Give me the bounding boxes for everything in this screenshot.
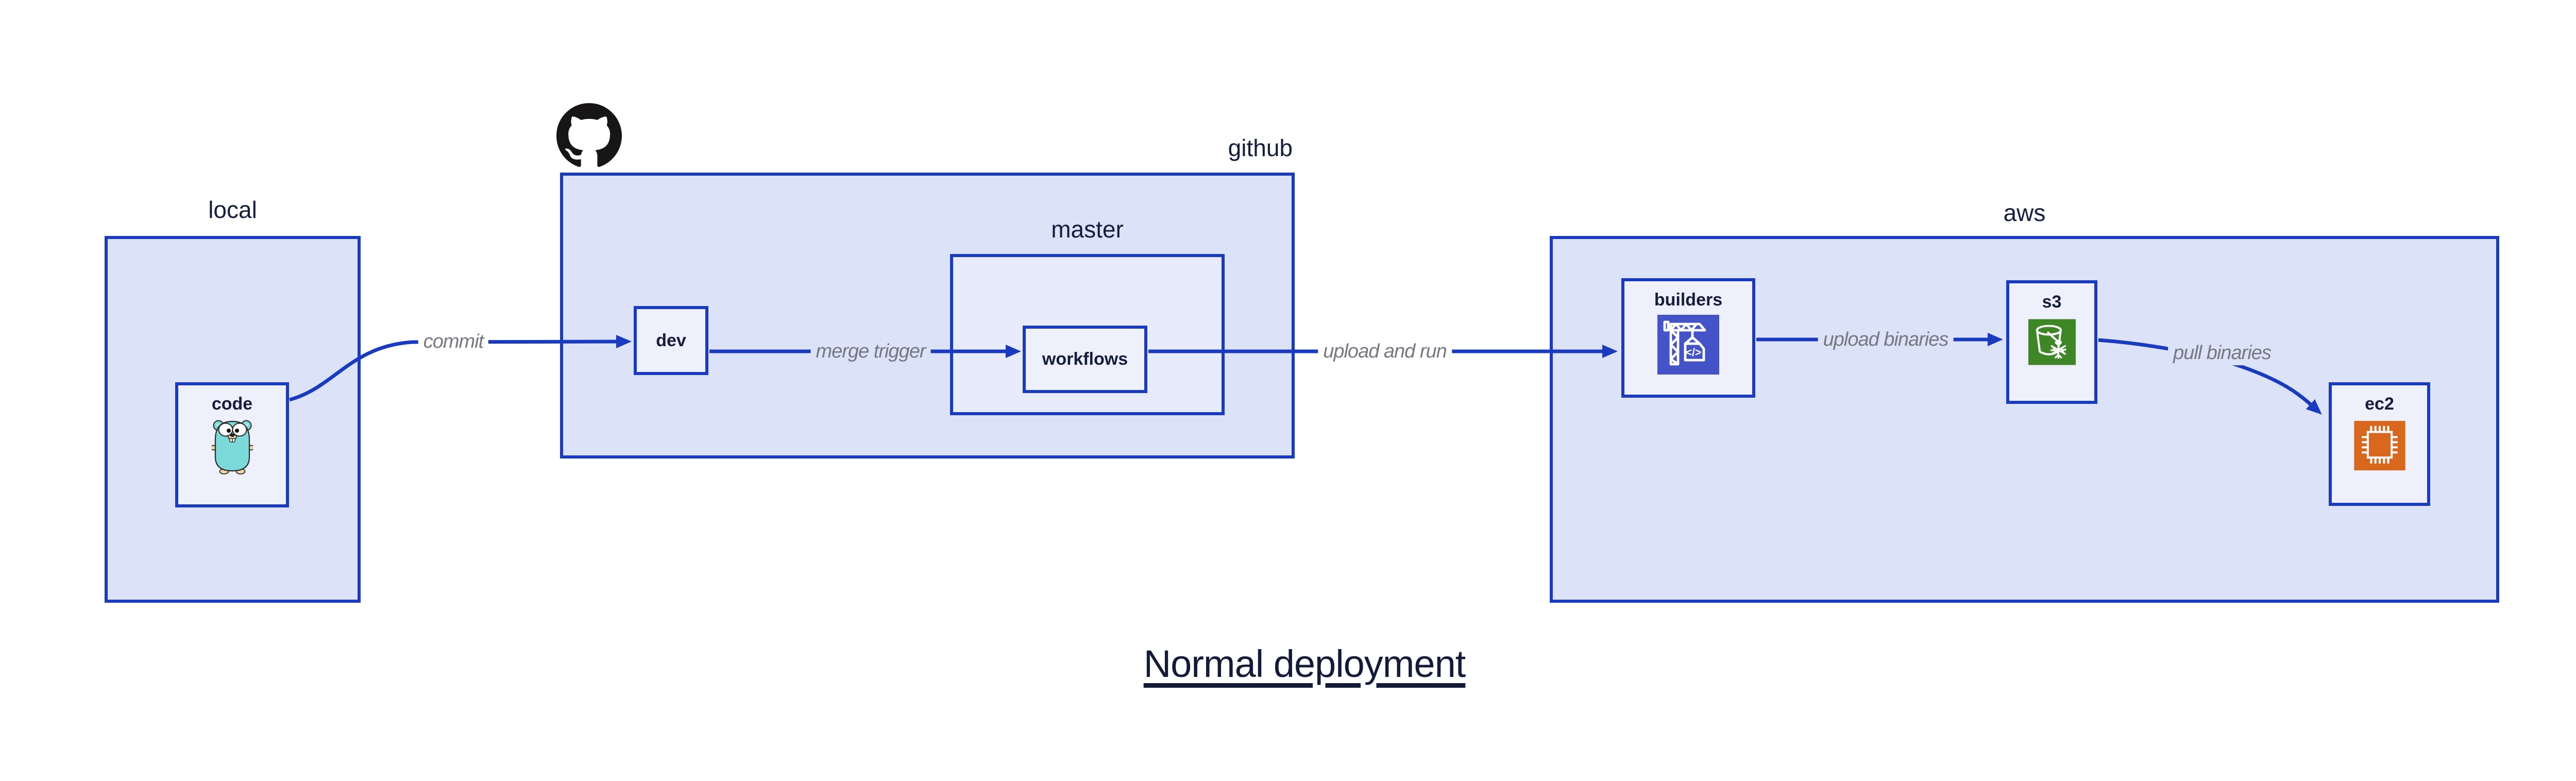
edge-label-pull-binaries: pull binaries	[2168, 342, 2276, 365]
edge-label-merge-trigger: merge trigger	[810, 340, 931, 364]
github-octocat-icon	[556, 103, 622, 167]
code-node: code	[175, 382, 289, 507]
edge-label-upload-binaries: upload binaries	[1818, 328, 1954, 352]
builders-node-label: builders	[1654, 290, 1723, 310]
svg-text:</>: </>	[1686, 347, 1701, 359]
master-group-label: master	[1051, 216, 1124, 243]
diagram-title: Normal deployment	[1143, 642, 1466, 685]
builders-node: builders </>	[1621, 278, 1755, 398]
github-group-label: github	[1228, 134, 1293, 161]
ec2-chip-icon	[2353, 420, 2405, 470]
workflows-node: workflows	[1023, 326, 1147, 393]
local-group-label: local	[208, 196, 257, 223]
go-gopher-icon	[211, 418, 253, 474]
s3-node: s3	[2006, 280, 2097, 404]
s3-node-label: s3	[2042, 292, 2062, 312]
edge-label-upload-and-run: upload and run	[1318, 340, 1452, 364]
workflows-node-label: workflows	[1042, 349, 1128, 369]
dev-node: dev	[634, 306, 708, 375]
ec2-node-label: ec2	[2365, 394, 2394, 414]
ec2-node: ec2	[2329, 382, 2430, 506]
codebuild-crane-icon: </>	[1657, 314, 1719, 375]
aws-group-label: aws	[2003, 199, 2046, 226]
s3-glacier-bucket-icon	[2028, 319, 2076, 365]
dev-node-label: dev	[656, 330, 686, 350]
edge-label-commit: commit	[418, 330, 489, 354]
code-node-label: code	[211, 394, 253, 414]
